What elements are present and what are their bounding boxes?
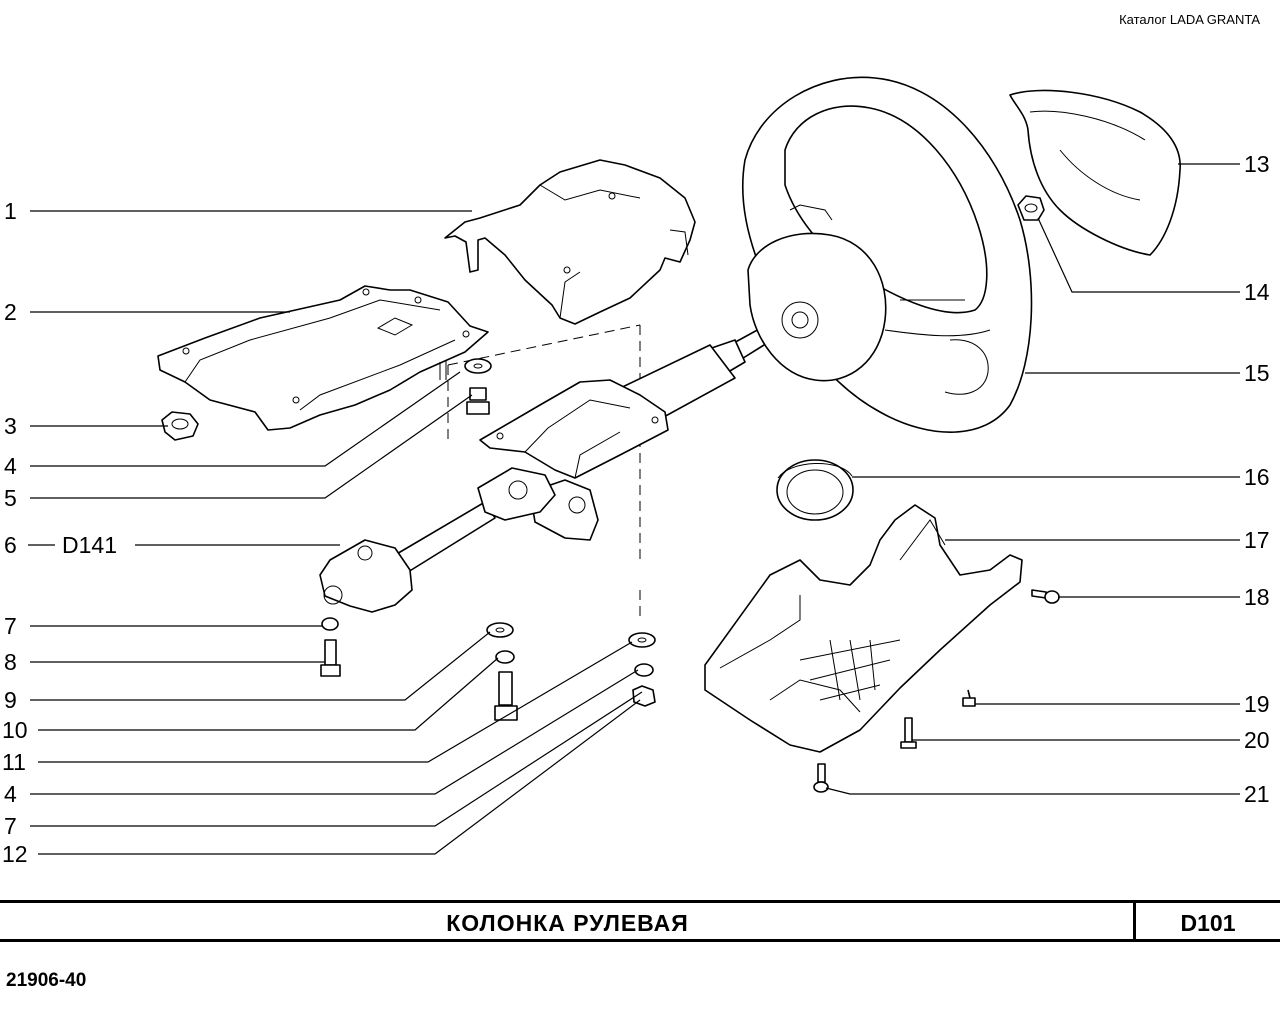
callout-5: 5 [4, 485, 17, 511]
flange-nut [161, 411, 199, 441]
callout-2: 2 [4, 299, 17, 325]
assembly-code: D101 [1180, 910, 1236, 936]
callout-8: 8 [4, 649, 17, 675]
callout-7-upper: 7 [4, 613, 17, 639]
callout-12: 12 [2, 841, 28, 867]
document-number: 21906-40 [6, 970, 87, 991]
callout-1: 1 [4, 198, 17, 224]
callout-21: 21 [1244, 781, 1270, 807]
leader-lines [28, 163, 1240, 855]
callout-16: 16 [1244, 464, 1270, 490]
diagram-canvas: 1 2 3 4 5 6 D141 7 8 9 10 11 4 7 12 13 1… [2, 76, 1270, 867]
title-block: КОЛОНКА РУЛЕВАЯ D101 [0, 900, 1280, 942]
fastener-set-right [628, 632, 656, 707]
callout-7-lower: 7 [4, 813, 17, 839]
callout-10: 10 [2, 717, 28, 743]
callout-17: 17 [1244, 527, 1270, 553]
intermediate-shaft [319, 467, 556, 613]
lower-shroud [704, 504, 1023, 753]
washer-bolt-left [320, 617, 341, 677]
callout-9: 9 [4, 687, 17, 713]
assembly-title: КОЛОНКА РУЛЕВАЯ [446, 910, 689, 936]
callout-4-upper: 4 [4, 453, 17, 479]
callout-3: 3 [4, 413, 17, 439]
callout-labels: 1 2 3 4 5 6 D141 7 8 9 10 11 4 7 12 13 1… [2, 151, 1270, 867]
airbag-cover [1009, 89, 1181, 256]
upper-shroud [444, 159, 696, 325]
washer-bolt-upper [464, 358, 492, 415]
wheel-nut [1017, 195, 1045, 221]
callout-18: 18 [1244, 584, 1270, 610]
bushing-ring [776, 459, 854, 521]
callout-6-reference: D141 [62, 532, 117, 558]
callout-14: 14 [1244, 279, 1270, 305]
callout-6: 6 [4, 532, 17, 558]
callout-13: 13 [1244, 151, 1270, 177]
mounting-bracket [157, 285, 489, 431]
callout-4-lower: 4 [4, 781, 17, 807]
callout-15: 15 [1244, 360, 1270, 386]
steering-wheel [741, 76, 1033, 433]
callout-20: 20 [1244, 727, 1270, 753]
screws [813, 589, 1060, 793]
callout-19: 19 [1244, 691, 1270, 717]
callout-11: 11 [2, 749, 26, 775]
title-divider [1133, 903, 1136, 939]
catalog-label: Каталог LADA GRANTA [1119, 12, 1260, 27]
fastener-set-middle [486, 622, 518, 721]
